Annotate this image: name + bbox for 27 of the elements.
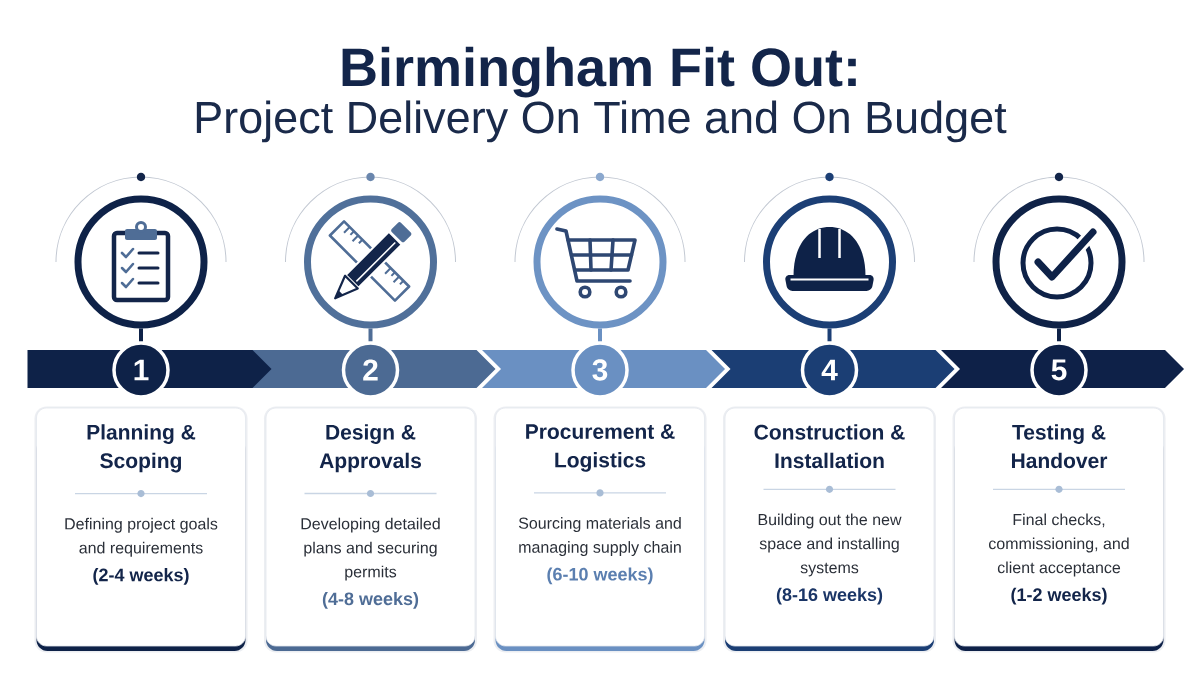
card-description: Developing detailed plans and securing permits <box>301 517 440 581</box>
step-card <box>723 406 936 653</box>
duration-text: (4-8 weeks) <box>322 592 419 609</box>
card-heading: Procurement & Logistics <box>526 424 675 472</box>
card-heading: Testing & Handover <box>1012 424 1108 469</box>
connector-line <box>1057 328 1061 342</box>
card-description: Defining project goals and requirements <box>65 517 218 557</box>
connector-line <box>368 328 373 342</box>
connector-line <box>598 328 602 342</box>
step-card <box>952 406 1166 653</box>
card-description: Building out the new space and installing systems <box>758 513 902 577</box>
title: Birmingham Fit Out: <box>342 46 856 98</box>
step-card <box>34 406 248 653</box>
connector-line <box>827 328 832 342</box>
card-description: Sourcing materials and managing supply chain <box>518 517 681 556</box>
duration-text: (8-16 weeks) <box>776 587 883 605</box>
duration-text: (1-2 weeks) <box>1011 587 1107 605</box>
duration-text: (6-10 weeks) <box>547 567 653 585</box>
duration-text: (2-4 weeks) <box>93 568 189 585</box>
step-card <box>493 406 707 653</box>
connector-line <box>139 328 143 342</box>
card-heading: Construction & Installation <box>754 424 905 469</box>
card-heading: Planning & Scoping <box>87 424 196 473</box>
card-heading: Design & Approvals <box>319 424 421 473</box>
card-description: Final checks, commissioning, and client acceptance <box>989 513 1129 577</box>
subtitle: Project Delivery On Time and On Budget <box>196 100 1007 143</box>
step-card <box>264 406 477 653</box>
